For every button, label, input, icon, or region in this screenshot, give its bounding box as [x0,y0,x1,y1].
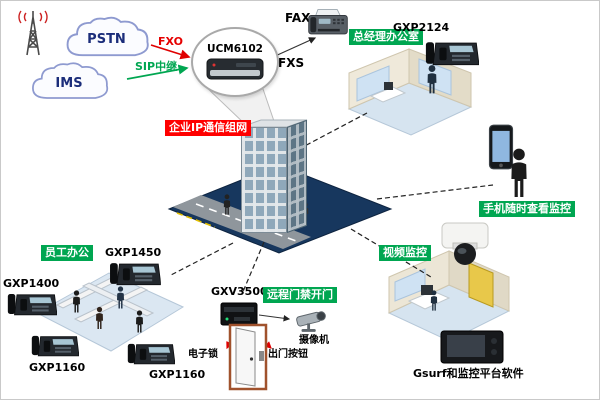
gxp1450-phone-icon [109,258,161,289]
gxp2124-label: GXP2124 [393,21,450,34]
exit-button-label: 出门按钮 [268,349,308,360]
pstn-cloud: PSTN [59,15,154,63]
mobile-monitoring-label: 手机随时查看监控 [479,201,575,217]
gxp1160-right-label: GXP1160 [149,368,206,381]
gxp1160-left-label: GXP1160 [29,361,86,374]
gxp1400-label: GXP1400 [3,277,60,290]
gxp1450-label: GXP1450 [105,246,162,259]
gxp2124-phone-icon [425,33,479,73]
electronic-lock-label: 电子锁 [188,349,218,360]
fxo-label: FXO [158,35,183,48]
ucm6102-device-icon [206,58,264,80]
gsurf-platform-label: Gsurf和监控平台软件 [413,367,524,380]
staff-office-room [35,272,185,352]
gsurf-device [440,330,504,364]
staff-office-label: 员工办公 [41,245,93,261]
dome-camera-icon [438,221,492,267]
ucm6102-label: UCM6102 [207,43,263,55]
gxp1400-phone-icon [7,289,57,319]
gxp1160-left-phone-icon [31,331,79,360]
gxp1160-right-phone-icon [127,339,175,368]
cloud-icon [66,16,149,57]
fax-label: FAX [285,11,311,25]
gm-office-room [347,48,473,136]
network-links [170,112,494,295]
enterprise-network-label: 企业IP通信组网 [165,120,252,136]
bullet-camera-icon [292,307,330,334]
pstn-label: PSTN [87,31,126,47]
office-building [241,127,287,233]
mobile-user-icon [507,147,531,201]
video-monitoring-label: 视频监控 [379,245,431,261]
cloud-icon [32,62,109,99]
door-icon [228,323,268,391]
trunk-lines [126,37,317,80]
monitoring-room [387,250,511,364]
fxs-label: FXS [278,56,305,70]
sip-trunk-label: SIP中继 [135,60,178,73]
ucm6102-callout: UCM6102 [191,27,279,97]
office-building-side [287,119,307,233]
gm-office-label: 总经理办公室 [349,29,423,45]
ims-cloud: IMS [25,61,113,105]
antenna-tower-icon [13,9,53,57]
fax-machine-icon [307,7,349,39]
remote-door-access-label: 远程门禁开门 [263,287,337,303]
ims-label: IMS [55,75,83,91]
camera-label: 摄像机 [299,335,329,346]
gxv3500-label: GXV3500 [211,285,268,298]
